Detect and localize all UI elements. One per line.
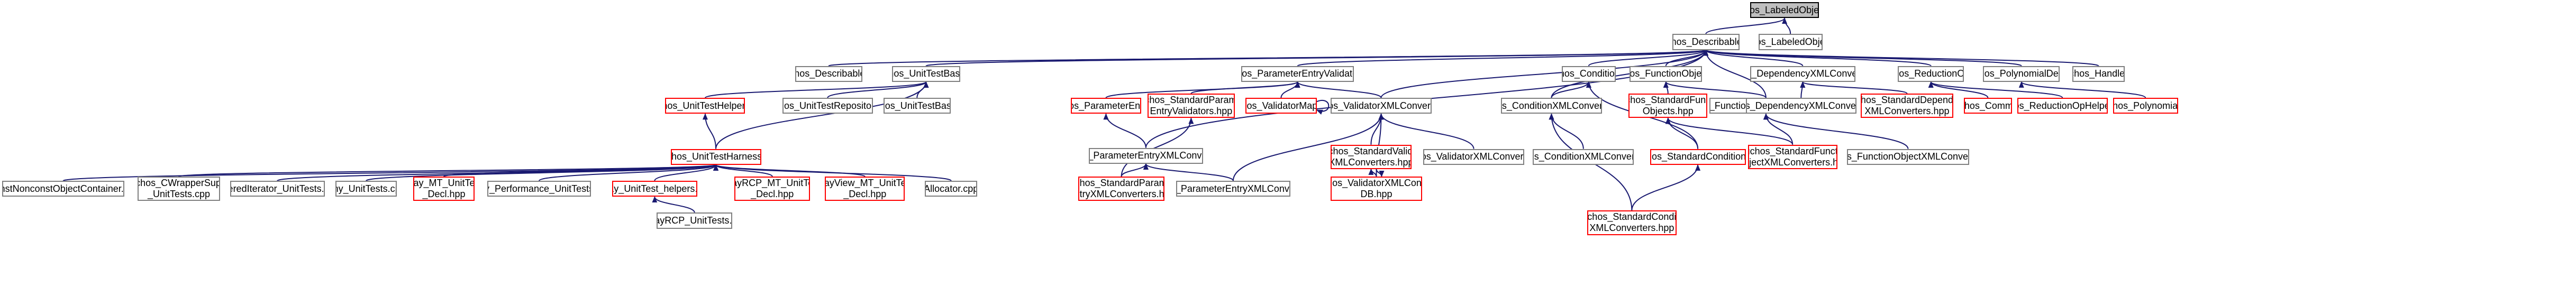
node-arrayrcp-mt-unittests-decl-hpp[interactable]: ArrayRCP_MT_UnitTests _Decl.hpp: [734, 176, 811, 201]
edge-stdparamentryxmlconvs_hpp-to-stdparamentryvalidators_hpp: [1121, 117, 1194, 177]
node-validatormaps-hpp[interactable]: Teuchos_ValidatorMaps.hpp: [1245, 98, 1317, 114]
edge-allocator_cpp-to-unittestharness_hpp: [713, 164, 952, 181]
node-filterediterator-unittests-cpp[interactable]: FilteredIterator_UnitTests.cpp: [230, 181, 325, 197]
node-dependencyxmlconverter-cpp[interactable]: Teuchos_DependencyXMLConverter.cpp: [1745, 98, 1856, 114]
node-array-unittest-helpers-hpp[interactable]: Array_UnitTest_helpers.hpp: [612, 181, 697, 197]
node-unittesthelpers-hpp[interactable]: Teuchos_UnitTestHelpers.hpp: [665, 98, 745, 114]
node-validatorxmlconverterdb-hpp[interactable]: Teuchos_ValidatorXMLConverter DB.hpp: [1330, 176, 1422, 201]
edge-reductionophelpers_hpp-to-reductionop_hpp: [1928, 81, 2063, 99]
edge-validatorxmlconv_hpp-to-describable_hpp: [1380, 49, 1709, 98]
edge-conditionxmlconv_hpp-to-describable_hpp: [1551, 49, 1709, 98]
node-polynomialdecl-hpp[interactable]: Teuchos_PolynomialDecl.hpp: [1983, 66, 2060, 82]
edge-describable_hpp-to-labeled_hpp: [1705, 17, 1787, 34]
edge-labeled_cpp-to-labeled_hpp: [1782, 17, 1791, 34]
node-parameterentryvalidator-hpp[interactable]: Teuchos_ParameterEntryValidator.hpp: [1241, 66, 1354, 82]
node-standardparameterentryvalidators-hpp[interactable]: Teuchos_StandardParameter EntryValidator…: [1147, 94, 1235, 118]
node-array-mt-unittests-decl-hpp[interactable]: Array_MT_UnitTests _Decl.hpp: [413, 176, 475, 201]
node-handle-hpp[interactable]: Teuchos_Handle.hpp: [2072, 66, 2125, 82]
node-functionobject-hpp[interactable]: Teuchos_FunctionObject.hpp: [1630, 66, 1703, 82]
node-parameterentry-hpp[interactable]: Teuchos_ParameterEntry.hpp: [1071, 98, 1141, 114]
edge-polynomial_hpp-to-polynomialdecl_hpp: [2018, 81, 2146, 99]
node-comm-hpp[interactable]: Teuchos_Comm.hpp: [1964, 98, 2012, 114]
node-conditionxmlconverter-hpp[interactable]: Teuchos_ConditionXMLConverter.hpp: [1500, 98, 1603, 114]
edge-stdfuncobjxmlconvs_hpp-to-stdfunctionobjects_hpp: [1665, 117, 1794, 145]
node-reductionop-hpp[interactable]: Teuchos_ReductionOp.hpp: [1898, 66, 1964, 82]
node-array-performance-unittests-cpp[interactable]: Array_Performance_UnitTests.cpp: [487, 181, 591, 197]
node-any-unittests-cpp[interactable]: Any_UnitTests.cpp: [335, 181, 397, 197]
edge-cwrappersupport_cpp-to-unittestharness_hpp: [178, 164, 718, 177]
edge-stdvalidatorxmlconvs_hpp-to-validatorxmlconvdb_hpp: [1376, 169, 1385, 177]
edge-paramentryxmlconv_cpp-to-validatorxmlconv_hpp: [1232, 113, 1384, 181]
node-functionobjectxmlconverter-cpp[interactable]: Teuchos_FunctionObjectXMLConverter.cpp: [1846, 149, 1970, 165]
node-validatorxmlconverter-cpp[interactable]: Teuchos_ValidatorXMLConverter.cpp: [1423, 149, 1525, 165]
edge-funcobjxmlconv_cpp-to-funcobjxmlconv_hpp: [1763, 113, 1909, 149]
node-standardfunctionobjectxmlconverters-hpp[interactable]: Teuchos_StandardFunction ObjectXMLConver…: [1747, 144, 1837, 169]
node-arrayview-mt-unittests-decl-hpp[interactable]: ArrayView_MT_UnitTests _Decl.hpp: [825, 176, 905, 201]
node-allocator-cpp[interactable]: Allocator.cpp: [925, 181, 977, 197]
node-cwrappersupport-unittests-cpp[interactable]: Teuchos_CWrapperSupport _UnitTests.cpp: [137, 176, 221, 201]
edge-funcobjxmlconv_hpp-to-describable_hpp: [1703, 49, 1767, 98]
edge-array_perf_cpp-to-unittestharness_hpp: [539, 164, 718, 181]
node-parameterentryxmlconverter-cpp[interactable]: Teuchos_ParameterEntryXMLConverter.cpp: [1176, 181, 1290, 197]
edge-paramentryxmlconv_hpp-to-paramentry_hpp: [1103, 113, 1146, 148]
node-labeledobject-cpp[interactable]: Teuchos_LabeledObject.cpp: [1758, 34, 1823, 50]
edge-unittestharness_hpp-to-unittestbase_hpp: [715, 81, 929, 149]
node-standardparameterentryxmlconverters-hpp[interactable]: Teuchos_StandardParameter EntryXMLConver…: [1078, 176, 1165, 201]
node-dependencyxmlconverter-hpp[interactable]: Teuchos_DependencyXMLConverter.hpp: [1750, 66, 1855, 82]
node-standardconditionxmlconverters-hpp[interactable]: Teuchos_StandardCondition XMLConverters.…: [1587, 210, 1677, 235]
node-unittestbase-hpp[interactable]: Teuchos_UnitTestBase.hpp: [892, 66, 960, 82]
edge-unittestrepository_cpp-to-unittestbase_hpp: [827, 81, 929, 99]
edge-stdconditionxmlconvs_hpp-to-stdconditions_hpp: [1631, 164, 1701, 211]
node-standardfunctionobjects-hpp[interactable]: Teuchos_StandardFunction Objects.hpp: [1628, 94, 1708, 118]
edge-unittestbase_hpp-to-describable_hpp: [925, 49, 1708, 67]
node-validatorxmlconverter-hpp[interactable]: Teuchos_ValidatorXMLConverter.hpp: [1330, 98, 1432, 114]
edge-stddepxmlconvs_hpp-to-depxmlconv_hpp: [1800, 81, 1908, 95]
edge-depxmlconv_hpp-to-describable_hpp: [1703, 49, 1804, 67]
node-describable-hpp[interactable]: Teuchos_Describable.hpp: [1672, 34, 1740, 50]
node-standarddependencyxmlconverters-hpp[interactable]: Teuchos_StandardDependency XMLConverters…: [1860, 94, 1953, 118]
node-reductionophelpers-hpp[interactable]: Teuchos_ReductionOpHelpers.hpp: [2017, 98, 2108, 114]
edge-reductionop_hpp-to-describable_hpp: [1703, 49, 1932, 67]
node-standardvalidatorxmlconverters-hpp[interactable]: Teuchos_StandardValidator XMLConverters.…: [1330, 144, 1412, 169]
edge-arrayrcp_cpp-to-array_helpers_hpp: [652, 196, 695, 213]
node-conditionxmlconverter-cpp[interactable]: Teuchos_ConditionXMLConverter.cpp: [1533, 149, 1634, 165]
edge-condition_hpp-to-describable_hpp: [1588, 49, 1709, 67]
node-describable-cpp[interactable]: Teuchos_Describable.cpp: [795, 66, 862, 82]
node-unittestharness-hpp[interactable]: Teuchos_UnitTestHarness.hpp: [670, 149, 761, 165]
edge-any_cpp-to-unittestharness_hpp: [366, 164, 718, 181]
edge-array_mt_decl_hpp-to-unittestharness_hpp: [443, 164, 718, 177]
edge-stdparamentryvalidators_hpp-to-paramentryvalidator_hpp: [1190, 81, 1300, 95]
edge-validatorxmlconvdb_hpp-to-stdvalidatorxmlconvs_hpp: [1368, 168, 1377, 177]
edge-validatorxmlconv_hpp-to-paramentryvalidator_hpp: [1295, 81, 1382, 99]
edge-validatorxmlconv_cpp-to-validatorxmlconv_hpp: [1378, 113, 1474, 149]
edge-paramentryxmlconv_cpp-to-paramentryxmlconv_hpp: [1143, 163, 1234, 181]
node-constnonconstobjectcontainer-cpp[interactable]: ConstNonconstObjectContainer.cpp: [2, 181, 125, 197]
node-arrayrcp-unittests-cpp[interactable]: ArrayRCP_UnitTests.cpp: [657, 212, 733, 229]
edge-validatormaps-self-loop: [1316, 100, 1330, 115]
node-unittestrepository-cpp[interactable]: Teuchos_UnitTestRepository.cpp: [782, 98, 873, 114]
edge-funcobjxmlconv_hpp-to-functionobject_hpp: [1663, 81, 1767, 99]
node-standardconditions-hpp[interactable]: Teuchos_StandardConditions.hpp: [1650, 149, 1746, 165]
edge-handle_hpp-to-describable_hpp: [1703, 49, 2099, 67]
node-unittestbase-cpp[interactable]: Teuchos_UnitTestBase.cpp: [883, 98, 951, 114]
edge-paramentryvalidator_hpp-to-describable_hpp: [1297, 49, 1708, 67]
node-parameterentryxmlconverter-hpp[interactable]: Teuchos_ParameterEntryXMLConverter.hpp: [1089, 147, 1203, 164]
node-polynomial-hpp[interactable]: Teuchos_Polynomial.hpp: [2113, 98, 2178, 114]
edge-unittesthelpers_hpp-to-unittestbase_hpp: [704, 81, 929, 99]
node-labeledobject-hpp[interactable]: Teuchos_LabeledObject.hpp: [1750, 2, 1819, 18]
node-condition-hpp[interactable]: Teuchos_Condition.hpp: [1561, 66, 1616, 82]
edge-unittestharness_hpp-to-unittesthelpers_hpp: [702, 113, 717, 149]
